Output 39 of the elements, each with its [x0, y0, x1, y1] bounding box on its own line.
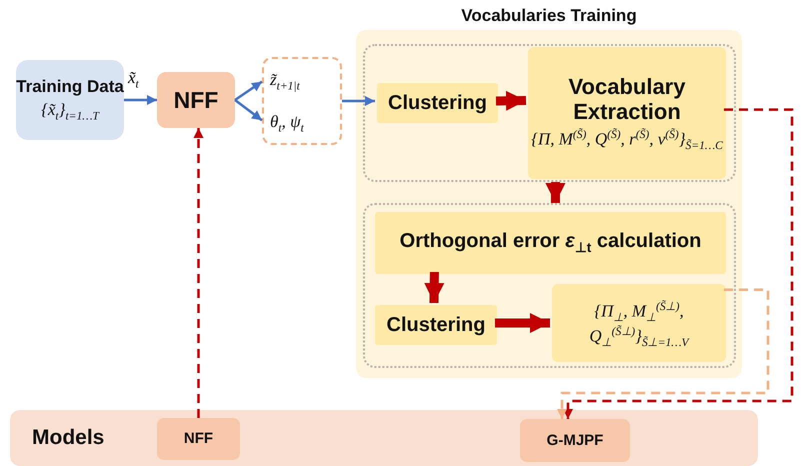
dotted-group-frame: [363, 203, 736, 368]
box-label: NFF: [184, 430, 214, 448]
model-box: [520, 419, 630, 462]
process-box: [157, 72, 235, 128]
models-band: [10, 410, 758, 466]
arrow: [124, 95, 157, 105]
formula: {Π, M$^{(S̃)}$, Q$^{(S̃)}$, r$^{(S̃)}$, v$^{(S̃)}$}$_{S̃=1…C}$: [531, 128, 723, 152]
box-label: Vocabulary Extraction: [568, 74, 686, 125]
dashed-arrow: [557, 288, 770, 419]
block-arrow: [545, 182, 566, 203]
box-label: Clustering: [386, 314, 486, 336]
block-arrow: [496, 90, 526, 111]
model-box: [157, 418, 240, 460]
dashed-arrow: [194, 128, 204, 418]
arrow: [342, 96, 375, 106]
block-arrow: [495, 313, 550, 334]
formula: {Π$_{⊥}$, M$_{⊥}$$^{(S̃⊥)}$, Q$_{⊥}$$^{(S̃⊥)}$}$_{S̃⊥=1…V}$: [588, 300, 690, 349]
block-arrow: [424, 272, 444, 304]
band-label: Models: [32, 426, 104, 450]
arrow: [234, 80, 263, 102]
output-box: [262, 57, 342, 145]
step-box: [375, 305, 497, 345]
dashed-arrow: [562, 108, 794, 419]
box-label: G-MJPF: [546, 432, 604, 450]
box-label: Orthogonal error ε$_{⊥t}$ calculation: [400, 230, 702, 256]
data-box: [16, 60, 124, 140]
formula: z̃$_{t+1|t}$: [270, 70, 300, 93]
step-box: [552, 284, 726, 362]
arrow: [234, 99, 263, 122]
box-label: NFF: [174, 86, 218, 114]
formula: θ$_{t}$, ψ$_{t}$: [270, 112, 304, 135]
box-label: Training Data: [16, 77, 124, 97]
step-box: [528, 47, 726, 179]
step-box: [375, 212, 726, 274]
formula: {x̃$_{t}$}$_{t=1…T}$: [41, 100, 99, 123]
step-box: [377, 83, 498, 123]
dotted-group-frame: [363, 44, 736, 182]
box-label: Clustering: [388, 92, 487, 114]
panel-heading: Vocabularies Training: [460, 6, 638, 26]
